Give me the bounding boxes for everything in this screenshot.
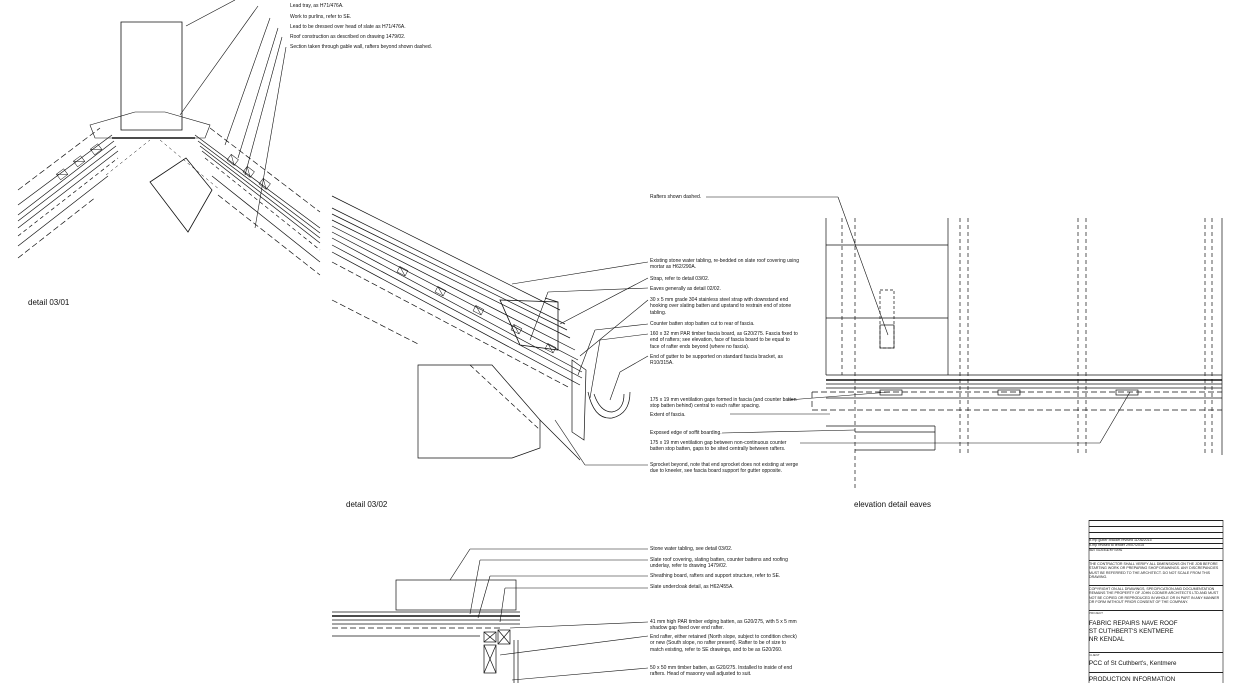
note-roof-construction: Roof construction as described on drawin… bbox=[290, 34, 406, 40]
note-eaves-generally: Eaves generally as detail 02/02. bbox=[650, 286, 721, 292]
title-block-frame bbox=[1088, 520, 1224, 683]
note-timber-batten: 50 x 50 mm timber batten, as G20/275. In… bbox=[650, 665, 793, 678]
note-counter-batten: Counter batten stop batten cut to rear o… bbox=[650, 321, 755, 327]
note-lead-tray: Lead tray, as H71/476A. bbox=[290, 3, 344, 9]
title-block-rule bbox=[1089, 585, 1223, 586]
note-gutter-bracket: End of gutter to be supported on standar… bbox=[650, 354, 783, 367]
detail-03-02-drawing bbox=[331, 195, 649, 466]
disclaimer-text: THE CONTRACTOR SHALL VERIFY ALL DIMENSIO… bbox=[1089, 562, 1219, 580]
title-block-rule bbox=[1089, 538, 1223, 539]
caption-detail-03-02: detail 03/02 bbox=[346, 500, 388, 509]
status-text: PRODUCTION INFORMATION bbox=[1089, 676, 1176, 683]
caption-detail-03-01: detail 03/01 bbox=[28, 298, 70, 307]
client-label: CLIENT bbox=[1089, 653, 1100, 657]
note-steel-strap: 30 x 5 mm grade 304 stainless steel stra… bbox=[650, 297, 792, 316]
revision-a: A mp revised to tender 29/07/2015 bbox=[1089, 543, 1144, 547]
title-block-rule bbox=[1089, 652, 1223, 653]
note-fascia-board: 160 x 32 mm PAR timber fascia board, as … bbox=[650, 331, 798, 350]
note-stone-water-tabling: Stone water tabling, see detail 03/02. bbox=[650, 546, 733, 552]
title-block-rule bbox=[1089, 520, 1223, 521]
project-line-2: ST CUTHBERT'S KENTMERE bbox=[1089, 628, 1174, 635]
title-block-rule bbox=[1089, 543, 1223, 544]
detail-03-01-drawing bbox=[17, 0, 321, 276]
bottom-detail-drawing bbox=[332, 548, 649, 683]
note-strap: Strap, refer to detail 03/02. bbox=[650, 276, 710, 282]
title-block-rule bbox=[1089, 560, 1223, 561]
title-block-rule bbox=[1089, 526, 1223, 527]
client-name: PCC of St Cuthbert's, Kentmere bbox=[1089, 660, 1177, 667]
copyright-text: COPYRIGHT ON ALL DRAWINGS, SPECIFICATION… bbox=[1089, 587, 1220, 605]
note-ventilation-gaps-fascia: 175 x 19 mm ventilation gaps formed in f… bbox=[650, 397, 797, 410]
note-extent-fascia: Extent of fascia. bbox=[650, 412, 686, 418]
caption-elevation-eaves: elevation detail eaves bbox=[854, 500, 931, 509]
note-work-to-purlins: Work to purlins, refer to SE. bbox=[290, 14, 352, 20]
note-ventilation-gap-batten: 175 x 19 mm ventilation gap between non-… bbox=[650, 440, 787, 453]
project-label: PROJECT bbox=[1089, 611, 1104, 615]
note-slate-undercloak: Slate undercloak detail, as H62/455A. bbox=[650, 584, 734, 590]
note-slate-covering: Slate roof covering, slating batten, cou… bbox=[650, 557, 788, 570]
note-end-rafter: End rafter, either retained (North slope… bbox=[650, 634, 797, 653]
project-line-1: FABRIC REPAIRS NAVE ROOF bbox=[1089, 620, 1178, 627]
revision-b: B mp gutter bracket revised 11/06/2015 bbox=[1089, 538, 1152, 542]
revision-header: REV CHANGE BY DATE bbox=[1089, 548, 1123, 552]
note-soffit-boarding: Exposed edge of soffit boarding. bbox=[650, 430, 722, 436]
title-block-rule bbox=[1089, 532, 1223, 533]
title-block-rule bbox=[1089, 672, 1223, 673]
note-section-gable: Section taken through gable wall, rafter… bbox=[290, 44, 433, 50]
title-block-rule bbox=[1089, 548, 1223, 549]
note-rafters-dashed: Rafters shown dashed. bbox=[650, 194, 702, 200]
elevation-eaves-drawing bbox=[706, 196, 1223, 490]
note-edging-batten: 41 mm high PAR timber edging batten, as … bbox=[650, 619, 797, 632]
note-lead-dressed: Lead to be dressed over head of slate as… bbox=[290, 24, 406, 30]
note-sprocket: Sprocket beyond, note that end sprocket … bbox=[650, 462, 799, 475]
title-block-rule bbox=[1089, 610, 1223, 611]
note-stone-tabling: Existing stone water tabling, re-bedded … bbox=[650, 258, 799, 271]
project-line-3: NR KENDAL bbox=[1089, 636, 1125, 643]
note-sheathing-board: Sheathing board, rafters and support str… bbox=[650, 573, 781, 579]
